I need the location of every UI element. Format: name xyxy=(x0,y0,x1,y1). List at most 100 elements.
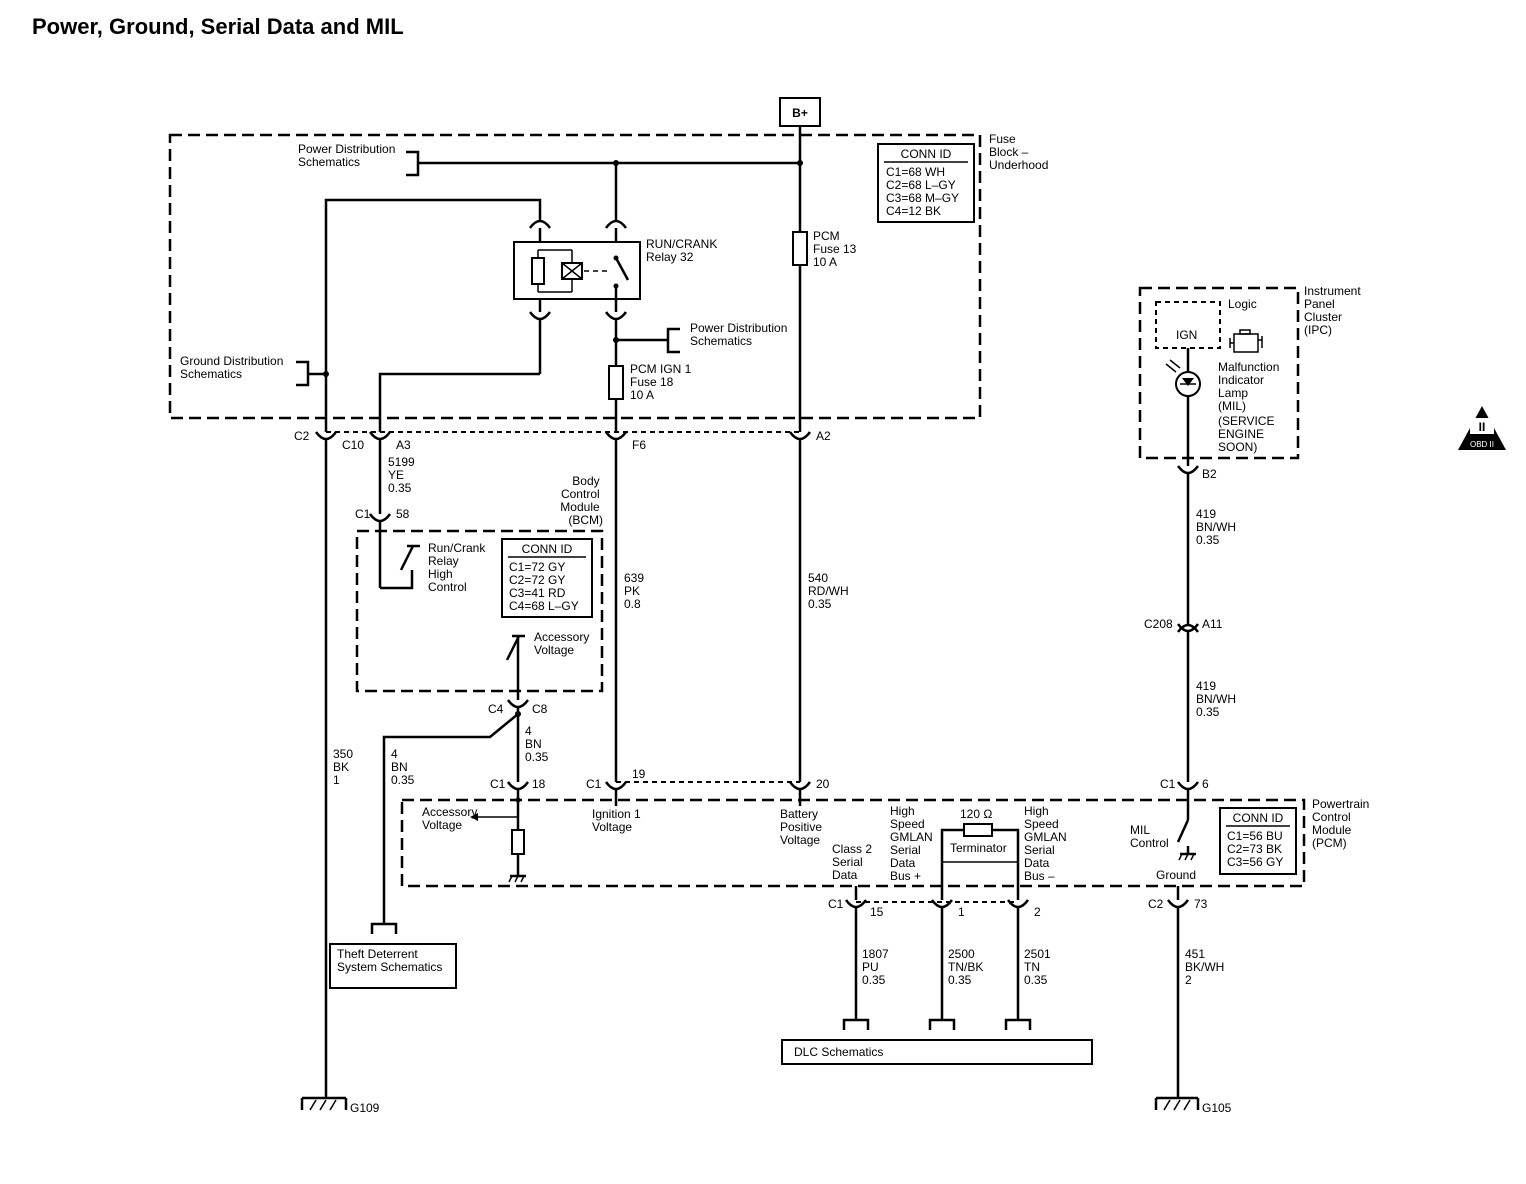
ipc-b2-connector: B2 xyxy=(1176,465,1217,481)
svg-text:C1: C1 xyxy=(1160,777,1176,791)
bcm-c4-c8-connector: C4 C8 xyxy=(488,699,548,716)
pcm-battery-voltage: Battery Positive Voltage xyxy=(780,807,825,847)
svg-text:Ground Distribution Sche: Ground Distribution Schematics xyxy=(180,354,287,381)
pcm-c1-6-connector: C1 6 xyxy=(1160,777,1209,791)
wire-540: 540 RD/WH 0.35 xyxy=(808,571,852,611)
svg-text:20: 20 xyxy=(816,777,830,791)
svg-text:C4: C4 xyxy=(488,702,504,716)
svg-text:C4=68 L–GY: C4=68 L–GY xyxy=(509,599,579,613)
wire-1807: 1807 PU 0.35 xyxy=(862,947,892,987)
svg-text:OBD II: OBD II xyxy=(1470,440,1494,449)
pcm-ignition-voltage: Ignition 1 Voltage xyxy=(592,807,644,834)
pcm-class2-serial-data: Class 2 Serial Data xyxy=(832,842,875,882)
obd-ii-badge-icon: II OBD II xyxy=(1458,406,1506,450)
svg-text:CONN ID: CONN ID xyxy=(522,542,573,556)
svg-text:2: 2 xyxy=(1034,905,1041,919)
svg-text:G109: G109 xyxy=(350,1101,380,1115)
svg-text:A3: A3 xyxy=(396,438,411,452)
svg-text:C10: C10 xyxy=(342,438,364,452)
svg-text:Ground: Ground xyxy=(1156,868,1196,882)
svg-text:C1: C1 xyxy=(490,777,506,791)
pcm-gmlan-minus: High Speed GMLAN Serial Data Bus – xyxy=(1024,804,1070,883)
svg-text:C3=68 M–GY: C3=68 M–GY xyxy=(886,191,959,205)
pcm-fuse-13: PCM Fuse 13 10 A xyxy=(792,229,860,269)
svg-text:C1=72 GY: C1=72 GY xyxy=(509,560,565,574)
pcm-gmlan-plus: High Speed GMLAN Serial Data Bus + xyxy=(890,804,936,883)
svg-text:Terminator: Terminator xyxy=(950,841,1007,855)
svg-text:Accessory Voltage: Accessory Voltage xyxy=(422,805,481,832)
run-crank-relay-32: RUN/CRANK Relay 32 xyxy=(513,237,717,300)
ipc-logic-block xyxy=(1155,301,1221,349)
battery-label: B+ xyxy=(792,106,808,120)
svg-text:A2: A2 xyxy=(816,429,831,443)
svg-text:CONN ID: CONN ID xyxy=(901,147,952,161)
engine-icon xyxy=(1229,329,1263,353)
wire-419-top: 419 BN/WH 0.35 xyxy=(1196,507,1239,547)
wire-2501: 2501 TN 0.35 xyxy=(1024,947,1054,987)
svg-text:6: 6 xyxy=(1202,777,1209,791)
fuse-block-boundary xyxy=(168,133,982,420)
svg-text:C208: C208 xyxy=(1144,617,1173,631)
wire-350: 350 BK 1 xyxy=(333,747,356,787)
power-distribution-ref-top: Power Distribution Schematics xyxy=(298,142,420,177)
pcm-ign-1-fuse-18: PCM IGN 1 Fuse 18 10 A xyxy=(608,362,695,402)
wire-4-left: 4 BN 0.35 xyxy=(391,747,415,787)
ground-g105: G105 xyxy=(1154,1096,1232,1115)
wire-4-right: 4 BN 0.35 xyxy=(525,724,549,764)
svg-text:C2: C2 xyxy=(294,429,310,443)
ipc-label: Instrument Panel Cluster (IPC) xyxy=(1304,284,1364,337)
bcm-conn-id-table: CONN ID C1=72 GY C2=72 GY C3=41 RD C4=68… xyxy=(501,538,593,618)
svg-text:PCM IGN 1 Fuse 18: PCM IGN 1 Fuse 18 10 A xyxy=(630,362,695,402)
ipc-ign-label: IGN xyxy=(1176,328,1197,342)
svg-text:C1: C1 xyxy=(586,777,602,791)
svg-text:II: II xyxy=(1479,420,1486,434)
pcm-accessory-voltage: Accessory Voltage xyxy=(422,790,526,883)
svg-text:A11: A11 xyxy=(1202,617,1223,631)
battery-symbol: B+ xyxy=(779,97,821,127)
svg-text:120 Ω: 120 Ω xyxy=(960,807,992,821)
theft-deterrent-ref: Theft Deterrent System Schematics xyxy=(329,922,457,989)
svg-text:15: 15 xyxy=(870,905,884,919)
svg-text:C1: C1 xyxy=(355,507,371,521)
svg-text:B2: B2 xyxy=(1202,467,1217,481)
wire-5199: 5199 YE 0.35 xyxy=(388,455,418,495)
svg-text:C2=72 GY: C2=72 GY xyxy=(509,573,565,587)
pcm-upper-connectors: C1 18 C1 19 20 xyxy=(490,767,830,791)
bcm-relay-high-control: Run/Crank Relay High Control xyxy=(378,522,489,594)
svg-text:C2: C2 xyxy=(1148,897,1164,911)
svg-text:C4=12 BK: C4=12 BK xyxy=(886,204,941,218)
ground-distribution-ref: Ground Distribution Schematics xyxy=(180,354,329,387)
fuse-block-connectors: C2 C10 A3 F6 A2 xyxy=(294,429,831,452)
wire-2500: 2500 TN/BK 0.35 xyxy=(948,947,987,987)
svg-text:18: 18 xyxy=(532,777,546,791)
pcm-lower-connectors: C1 15 1 2 C2 73 xyxy=(828,897,1208,919)
svg-text:DLC Schematics: DLC Schematics xyxy=(794,1045,883,1059)
svg-text:C2=73 BK: C2=73 BK xyxy=(1227,842,1282,856)
svg-text:CONN ID: CONN ID xyxy=(1233,811,1284,825)
c208-connector: C208 A11 xyxy=(1144,617,1223,633)
fuse-block-conn-id-table: CONN ID C1=68 WH C2=68 L–GY C3=68 M–GY C… xyxy=(877,143,975,223)
svg-text:C1: C1 xyxy=(828,897,844,911)
svg-text:C1=68 WH: C1=68 WH xyxy=(886,165,945,179)
power-distribution-ref-mid: Power Distribution Schematics xyxy=(613,321,791,354)
svg-text:58: 58 xyxy=(396,507,410,521)
wire-419-bottom: 419 BN/WH 0.35 xyxy=(1196,679,1239,719)
bcm-accessory-voltage: Accessory Voltage xyxy=(505,630,589,700)
svg-text:Power Distribution Schem: Power Distribution Schematics xyxy=(690,321,791,348)
svg-text:Run/Crank Relay Hi: Run/Crank Relay High Control xyxy=(428,541,489,594)
bcm-c1-58-connector: C1 58 xyxy=(355,507,410,523)
svg-text:73: 73 xyxy=(1194,897,1208,911)
svg-text:G105: G105 xyxy=(1202,1101,1232,1115)
wire-639: 639 PK 0.8 xyxy=(624,571,647,611)
svg-text:PCM Fuse 13 10 A: PCM Fuse 13 10 A xyxy=(813,229,860,269)
ground-g109: G109 xyxy=(300,1096,380,1115)
pcm-mil-control: MIL Control Ground xyxy=(1130,790,1196,882)
pcm-boundary xyxy=(400,798,1306,888)
mil-lamp-icon xyxy=(1165,359,1201,397)
svg-text:19: 19 xyxy=(632,767,646,781)
pcm-conn-id-table: CONN ID C1=56 BU C2=73 BK C3=56 GY xyxy=(1219,807,1297,875)
svg-text:MIL Control: MIL Control xyxy=(1130,823,1169,850)
svg-text:Theft Deterrent System S: Theft Deterrent System Schematics xyxy=(337,947,442,974)
ipc-boundary xyxy=(1138,286,1300,460)
